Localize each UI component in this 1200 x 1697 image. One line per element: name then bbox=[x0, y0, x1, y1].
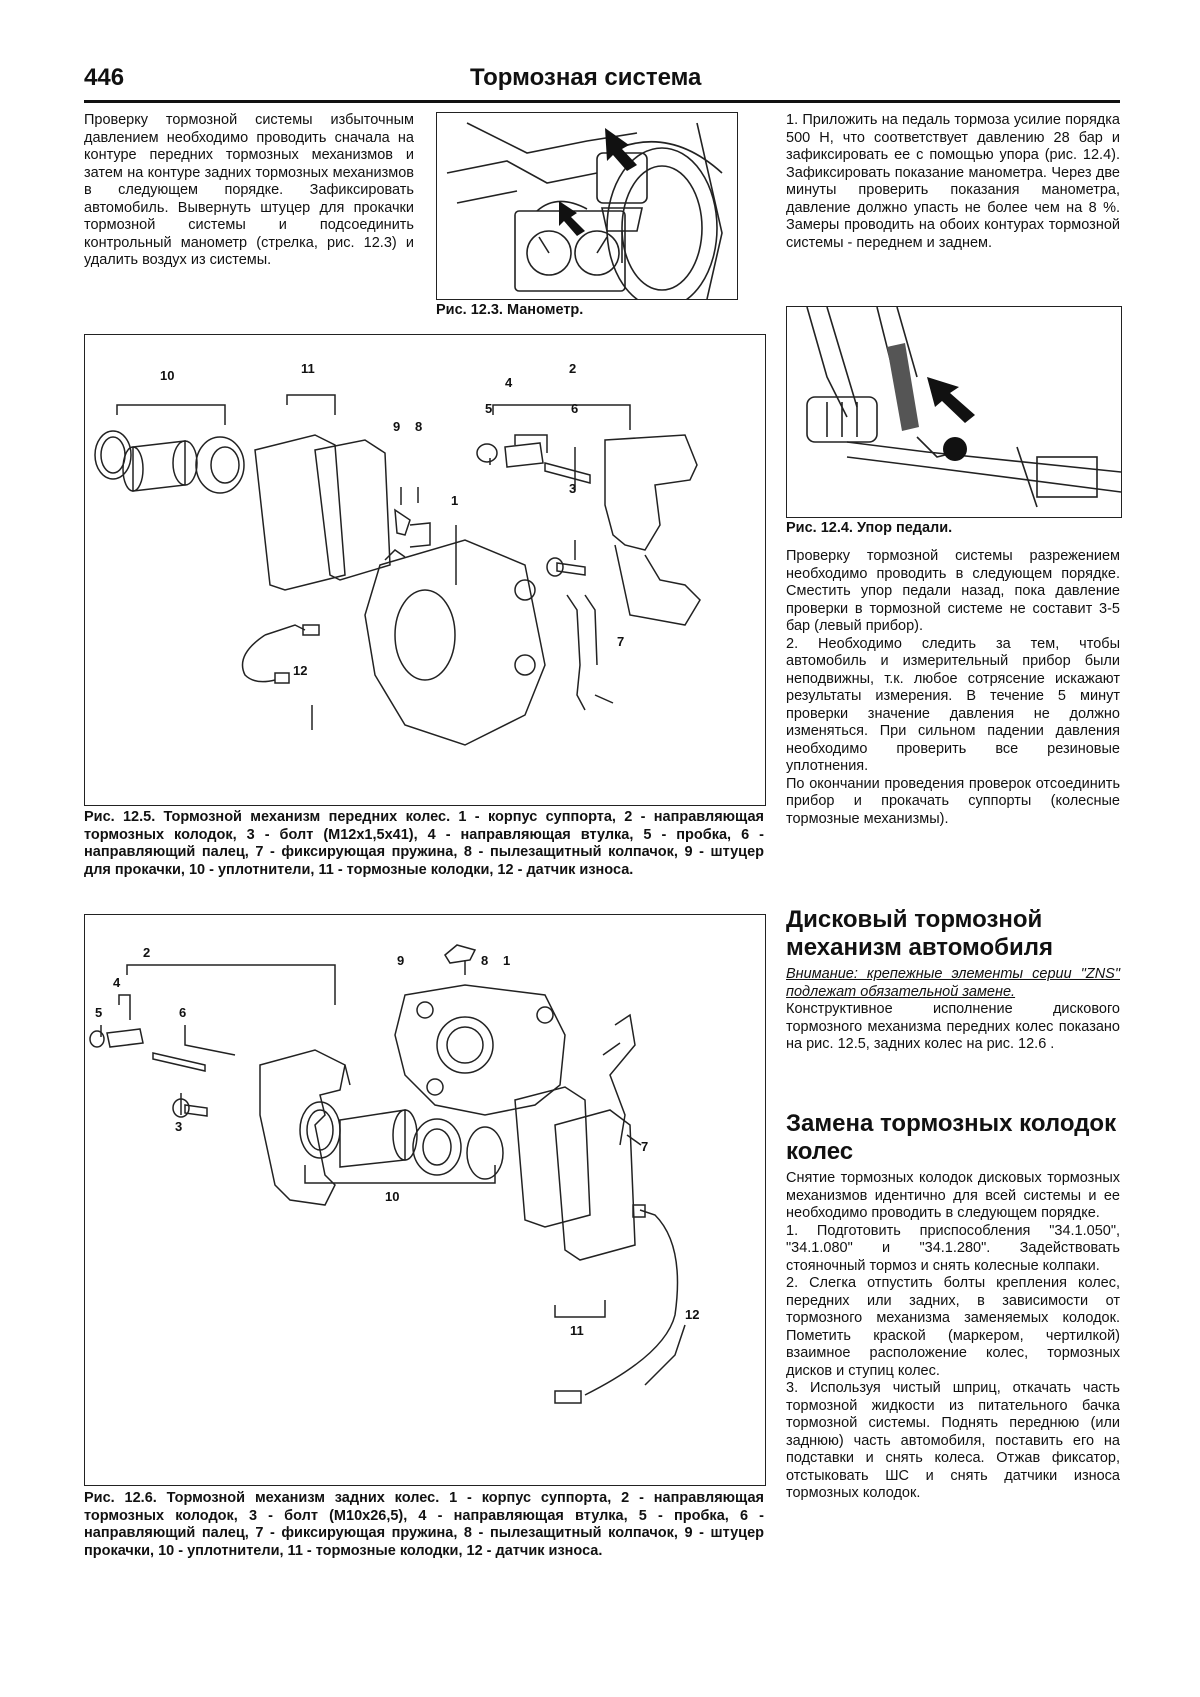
fig5-label-1: 1 bbox=[451, 493, 458, 508]
pad-replacement-p3: 2. Слегка отпустить болты крепления коле… bbox=[786, 1275, 1120, 1379]
test-step-block: 1. Приложить на педаль тормоза усилие по… bbox=[786, 112, 1120, 252]
fig5-label-9: 9 bbox=[393, 419, 400, 434]
rear-brake-exploded-view: 9 8 1 2 4 5 6 3 7 10 12 11 bbox=[89, 944, 699, 1404]
fig6-label-5: 5 bbox=[95, 1005, 102, 1020]
page-number: 446 bbox=[84, 64, 125, 91]
fig5-label-8: 8 bbox=[415, 419, 422, 434]
fig5-label-3: 3 bbox=[569, 481, 576, 496]
disc-brake-text: Конструктивное исполнение дискового торм… bbox=[786, 1001, 1120, 1052]
fig5-label-10: 10 bbox=[160, 368, 174, 383]
fig6-label-8: 8 bbox=[481, 953, 488, 968]
fig5-label-4: 4 bbox=[505, 375, 513, 390]
disc-brake-section: Дисковый тормозной механизм автомобиля В… bbox=[786, 906, 1120, 1054]
figure-front-brake: 10 11 2 4 5 6 9 8 1 3 7 12 bbox=[84, 334, 766, 806]
fig5-label-6: 6 bbox=[571, 401, 578, 416]
front-brake-exploded-view: 10 11 2 4 5 6 9 8 1 3 7 12 bbox=[94, 361, 701, 746]
fig5-label-7: 7 bbox=[617, 634, 624, 649]
manometer-illustration bbox=[446, 122, 723, 299]
fig6-label-1: 1 bbox=[503, 953, 510, 968]
pedal-stop-illustration bbox=[806, 307, 1121, 508]
figure-pedal-stop bbox=[786, 306, 1122, 518]
pad-replacement-section: Замена тормозных колодок колес Снятие то… bbox=[786, 1110, 1120, 1503]
figure-12-4-caption: Рис. 12.4. Упор педали. bbox=[786, 520, 953, 536]
fig5-label-5: 5 bbox=[485, 401, 492, 416]
pad-replacement-heading: Замена тормозных колодок колес bbox=[786, 1110, 1117, 1165]
fig6-label-9: 9 bbox=[397, 953, 404, 968]
fig6-label-6: 6 bbox=[179, 1005, 186, 1020]
header-divider bbox=[84, 100, 1120, 103]
page-title: Тормозная система bbox=[470, 64, 702, 91]
figure-12-5-caption: Рис. 12.5. Тормозной механизм передних к… bbox=[84, 809, 764, 878]
figure-12-3-caption: Рис. 12.3. Манометр. bbox=[436, 302, 584, 318]
figure-manometer bbox=[436, 112, 738, 300]
intro-paragraph: Проверку тормозной системы избыточным да… bbox=[84, 112, 414, 268]
fig5-label-12: 12 bbox=[293, 663, 307, 678]
fig6-label-2: 2 bbox=[143, 945, 150, 960]
fig6-label-11: 11 bbox=[570, 1323, 584, 1338]
vacuum-test-paragraph-1: Проверку тормозной системы разрежением н… bbox=[786, 548, 1120, 634]
vacuum-test-paragraph-3: По окончании проведения проверок отсоеди… bbox=[786, 775, 1120, 827]
fig6-label-12: 12 bbox=[685, 1307, 699, 1322]
vacuum-test-block: Проверку тормозной системы разрежением н… bbox=[786, 548, 1120, 828]
pad-replacement-p2: 1. Подготовить приспособления "34.1.050"… bbox=[786, 1222, 1120, 1274]
figure-rear-brake: 9 8 1 2 4 5 6 3 7 10 12 11 bbox=[84, 914, 766, 1486]
intro-text-block: Проверку тормозной системы избыточным да… bbox=[84, 112, 414, 270]
fig5-label-2: 2 bbox=[569, 361, 576, 376]
vacuum-test-paragraph-2: 2. Необходимо следить за тем, чтобы авто… bbox=[786, 635, 1120, 775]
pad-replacement-p4: 3. Используя чистый шприц, откачать част… bbox=[786, 1380, 1120, 1501]
figure-12-6-caption: Рис. 12.6. Тормозной механизм задних кол… bbox=[84, 1490, 764, 1559]
fig6-label-10: 10 bbox=[385, 1189, 399, 1204]
fig6-label-4: 4 bbox=[113, 975, 121, 990]
disc-brake-note: Внимание: крепежные элементы серии "ZNS"… bbox=[786, 966, 1120, 1000]
fig6-label-7: 7 bbox=[641, 1139, 648, 1154]
fig6-label-3: 3 bbox=[175, 1119, 182, 1134]
pad-replacement-p1: Снятие тормозных колодок дисковых тормоз… bbox=[786, 1170, 1120, 1221]
fig5-label-11: 11 bbox=[301, 361, 315, 376]
disc-brake-heading: Дисковый тормозной механизм автомобиля bbox=[786, 906, 1053, 961]
test-step-paragraph: 1. Приложить на педаль тормоза усилие по… bbox=[786, 112, 1120, 251]
